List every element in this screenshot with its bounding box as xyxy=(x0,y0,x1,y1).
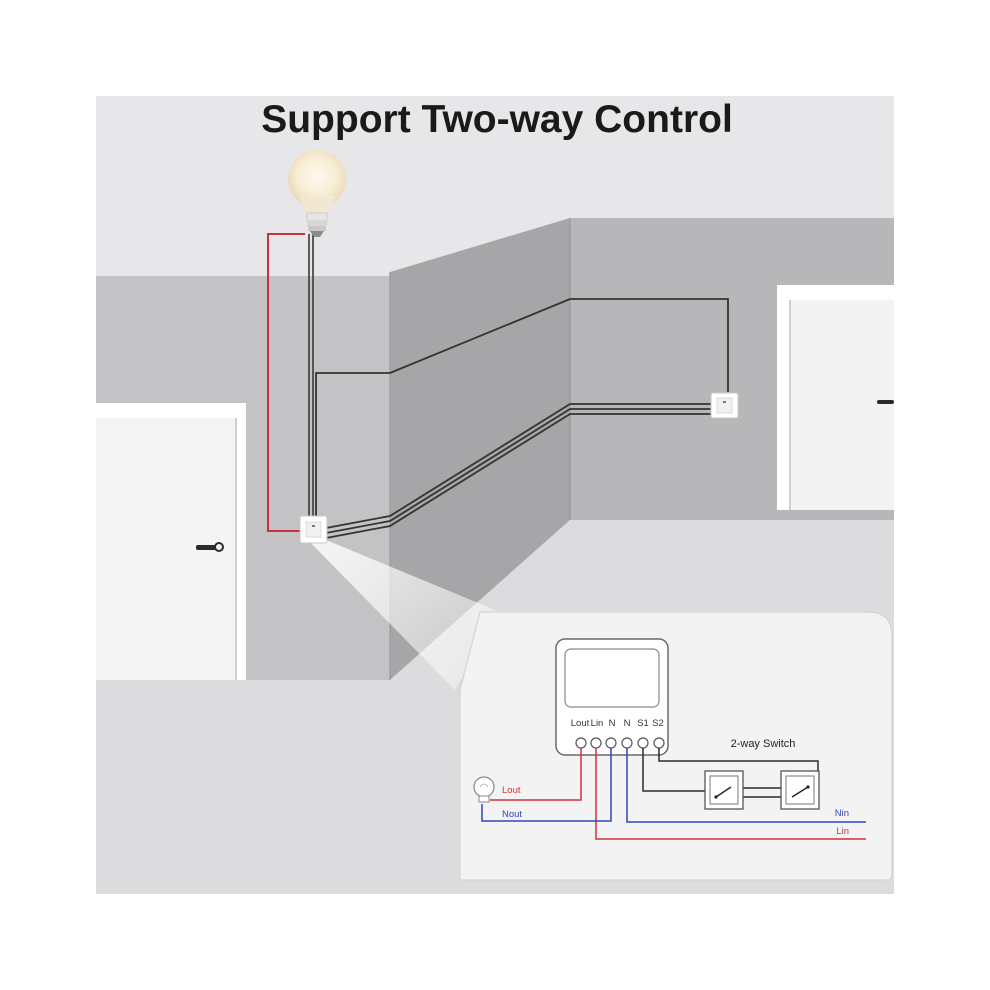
terminal-label: S2 xyxy=(652,718,664,729)
nout-wire xyxy=(481,748,612,822)
nout-label: Nout xyxy=(502,809,522,820)
s1-wire xyxy=(642,748,714,792)
module-inner xyxy=(564,648,660,708)
red-wire xyxy=(267,233,305,532)
lin-wire xyxy=(595,748,866,840)
zoom-beam xyxy=(300,532,500,690)
page-title: Support Two-way Control xyxy=(261,98,733,141)
door-handle-icon xyxy=(877,400,894,404)
room-wiring xyxy=(267,233,729,539)
two-way-switch-label: 2-way Switch xyxy=(731,738,796,750)
module-body xyxy=(555,638,669,756)
main-switch xyxy=(299,515,328,544)
middle-wall xyxy=(390,218,570,680)
terminal-label: N xyxy=(609,718,616,729)
nin-label: Nin xyxy=(835,808,849,819)
light-bulb-icon xyxy=(473,776,495,803)
smart-switch-module: Lout Lin N N S1 S2 xyxy=(555,638,669,756)
remote-switch xyxy=(710,392,739,419)
terminal-label: N xyxy=(624,718,631,729)
two-way-switch-b xyxy=(780,770,820,810)
terminal-label: Lin xyxy=(591,718,604,729)
lout-label: Lout xyxy=(502,785,521,796)
lout-wire xyxy=(490,748,582,801)
terminal-label: Lout xyxy=(571,718,590,729)
left-door xyxy=(96,403,246,680)
door-handle-icon xyxy=(196,542,224,552)
nin-wire xyxy=(626,748,866,823)
right-door xyxy=(777,285,894,510)
terminal-label: S1 xyxy=(637,718,649,729)
wiring-diagram-inset: Lout Lin N N S1 S2 xyxy=(459,611,893,881)
lin-label: Lin xyxy=(836,826,849,837)
light-bulb-icon xyxy=(288,150,346,237)
two-way-switch-a xyxy=(704,770,744,810)
inset-panel xyxy=(459,611,893,881)
